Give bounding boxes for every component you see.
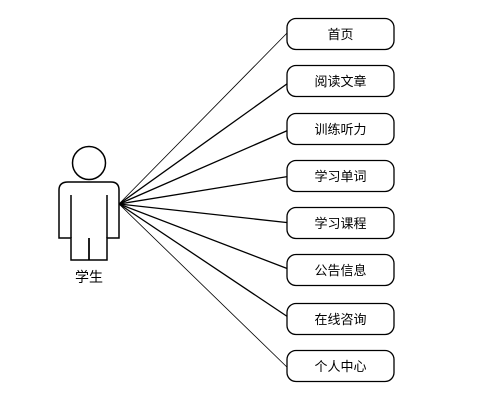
association-line xyxy=(118,203,292,271)
use-case-box[interactable] xyxy=(286,302,395,336)
use-case-6[interactable]: 公告信息 xyxy=(286,253,395,287)
association-lines xyxy=(118,28,292,372)
use-case-7[interactable]: 在线咨询 xyxy=(286,302,395,336)
use-case-label: 首页 xyxy=(327,28,353,43)
use-case-label: 公告信息 xyxy=(314,263,366,279)
use-case-box[interactable] xyxy=(286,349,395,383)
use-case-1[interactable]: 首页 xyxy=(286,17,395,51)
use-case-label: 学习单词 xyxy=(314,169,366,185)
use-case-label: 学习课程 xyxy=(314,216,366,232)
association-line xyxy=(118,128,292,205)
use-case-box[interactable] xyxy=(286,64,395,98)
association-line xyxy=(118,28,292,205)
association-line xyxy=(118,203,292,372)
use-case-box[interactable] xyxy=(286,253,395,287)
actor-head xyxy=(71,145,107,181)
association-line xyxy=(118,203,292,224)
association-line xyxy=(118,175,292,205)
use-case-label: 在线咨询 xyxy=(314,313,366,328)
use-case-box[interactable] xyxy=(286,206,395,240)
use-case-label: 个人中心 xyxy=(314,360,366,375)
actor-label: 学生 xyxy=(75,270,103,286)
use-case-box[interactable] xyxy=(286,112,395,146)
use-case-8[interactable]: 个人中心 xyxy=(286,349,395,383)
use-case-3[interactable]: 训练听力 xyxy=(286,112,395,146)
association-line xyxy=(118,80,292,205)
use-case-box[interactable] xyxy=(286,159,395,193)
use-case-4[interactable]: 学习单词 xyxy=(286,159,395,193)
use-case-5[interactable]: 学习课程 xyxy=(286,206,395,240)
actor-figure xyxy=(58,145,120,261)
use-case-2[interactable]: 阅读文章 xyxy=(286,64,395,98)
association-line xyxy=(118,203,292,320)
use-case-box[interactable] xyxy=(286,17,395,51)
use-case-label: 训练听力 xyxy=(314,123,366,138)
use-case-label: 阅读文章 xyxy=(314,74,366,90)
